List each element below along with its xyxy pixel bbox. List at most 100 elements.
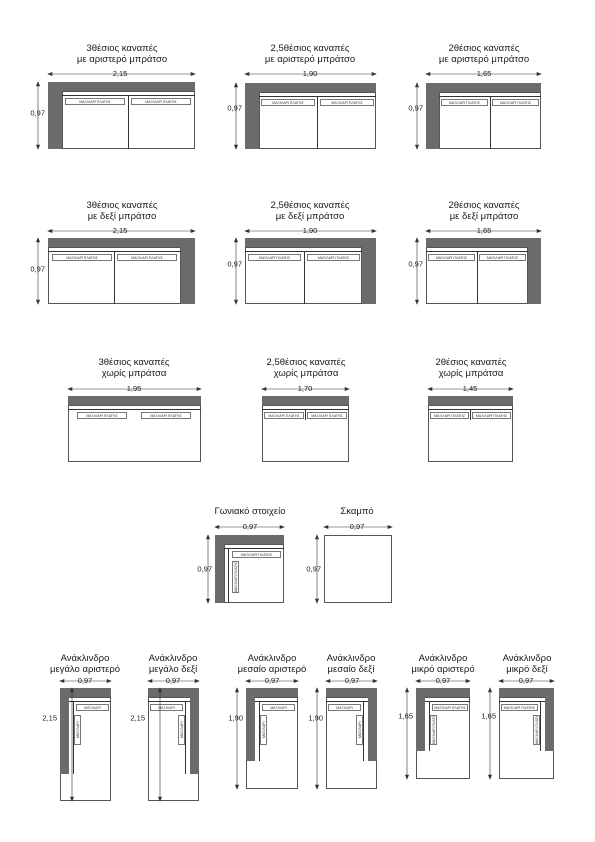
- side-back-line: [228, 548, 229, 603]
- module-title-line1: Ανάκλινδρο: [502, 653, 552, 664]
- corner-title: Γωνιακό στοιχείο: [214, 506, 286, 517]
- width-dimension: 0,97: [241, 522, 259, 531]
- seat-divider: [317, 97, 318, 149]
- module-title: 2θέσιος καναπές χωρίς μπράτσα: [435, 357, 506, 379]
- depth-dimension: 1,90: [308, 713, 323, 723]
- module-title-line1: Ανάκλινδρο: [418, 653, 468, 664]
- depth-dimension: 0,97: [30, 108, 45, 118]
- module-title-line1: Ανάκλινδρο: [60, 653, 110, 664]
- back-line: [255, 701, 298, 702]
- recliner-drawing: ΜΑΞΙΛΑΡΙ ΜΑΞΙΛΑΡΙ: [60, 688, 111, 801]
- side-line: [363, 701, 364, 761]
- backrest: [428, 396, 513, 405]
- back-pillow: ΜΑΞΙΛΑΡΙ: [76, 704, 109, 711]
- sofa-drawing: ΜΑΞΙΛΑΡΙ ΠΛΑΤΗΣ ΜΑΞΙΛΑΡΙ ΠΛΑΤΗΣ: [48, 238, 195, 304]
- side-pillow: ΜΑΞΙΛΑΡΙ: [74, 715, 81, 745]
- seat-divider: [304, 252, 305, 304]
- module-title-line2: μεγάλο αριστερό: [49, 664, 121, 675]
- width-dimension: 2,15: [111, 226, 129, 235]
- back-pillow: ΜΑΞΙΛΑΡΙ ΠΛΑΤΗΣ: [131, 98, 191, 105]
- width-dimension: 2,15: [111, 69, 129, 78]
- back-pillow: ΜΑΞΙΛΑΡΙ ΠΛΑΤΗΣ: [492, 99, 539, 106]
- module-title-line2: με αριστερό μπράτσο: [264, 54, 356, 65]
- recliner-drawing: ΜΑΞΙΛΑΡΙ ΜΑΞΙΛΑΡΙ: [148, 688, 199, 801]
- recliner-drawing: ΜΑΞΙΛΑΡΙ ΠΛΑΤΗΣ ΜΑΞΙΛΑΡΙ ΠΛΑΤΗΣ: [499, 688, 554, 779]
- backrest: [246, 688, 298, 697]
- backrest: [262, 396, 349, 405]
- module-title: Ανάκλινδρο μικρό αριστερό: [411, 653, 474, 675]
- backrest: [245, 83, 376, 92]
- module-title: 3θέσιος καναπές με αριστερό μπράτσο: [77, 43, 167, 65]
- module-title-line2: χωρίς μπράτσα: [273, 368, 339, 379]
- depth-dimension: 1,65: [398, 711, 413, 721]
- depth-dimension: 0,97: [227, 259, 242, 269]
- back-pillow: ΜΑΞΙΛΑΡΙ ΠΛΑΤΗΣ: [65, 98, 125, 105]
- width-dimension: 0,97: [517, 676, 535, 685]
- left-armrest: [416, 688, 425, 751]
- depth-dimension: 2,15: [130, 713, 145, 723]
- module-title-line2: με αριστερό μπράτσο: [76, 54, 168, 65]
- back-pillow: ΜΑΞΙΛΑΡΙ: [262, 704, 295, 711]
- depth-dimension: 0,97: [227, 103, 242, 113]
- depth-dimension: 0,97: [306, 564, 321, 574]
- module-title-line2: με δεξί μπράτσο: [449, 211, 519, 222]
- back-line: [259, 96, 376, 97]
- recliner-drawing: ΜΑΞΙΛΑΡΙ ΜΑΞΙΛΑΡΙ: [326, 688, 377, 789]
- back-pillow: ΜΑΞΙΛΑΡΙ ΠΛΑΤΗΣ: [248, 254, 301, 261]
- right-armrest: [181, 238, 195, 304]
- side-line: [259, 701, 260, 761]
- back-line: [224, 548, 284, 549]
- back-line: [245, 251, 362, 252]
- stool-drawing: [324, 535, 392, 603]
- backrest: [48, 82, 195, 91]
- side-pillow: ΜΑΞΙΛΑΡΙ: [356, 715, 363, 745]
- right-armrest: [362, 238, 376, 304]
- width-dimension: 0,97: [343, 676, 361, 685]
- module-title: Ανάκλινδρο μεσαίο αριστερό: [238, 653, 307, 675]
- left-armrest: [426, 83, 439, 149]
- seat-divider: [490, 97, 491, 149]
- sofa-drawing: ΜΑΞΙΛΑΡΙ ΠΛΑΤΗΣ ΜΑΞΙΛΑΡΙ ΠΛΑΤΗΣ: [426, 83, 541, 149]
- module-title-line1: 2θέσιος καναπές: [448, 43, 520, 54]
- module-title: Σκαμπό: [340, 506, 373, 517]
- module-title-line1: Ανάκλινδρο: [148, 653, 198, 664]
- back-pillow: ΜΑΞΙΛΑΡΙ ΠΛΑΤΗΣ: [430, 412, 469, 419]
- module-title-line2: με αριστερό μπράτσο: [438, 54, 530, 65]
- backrest: [326, 688, 377, 697]
- module-title-line1: 2θέσιος καναπές: [435, 357, 507, 368]
- module-title-line2: μικρό αριστερό: [411, 664, 475, 675]
- back-line: [148, 701, 190, 702]
- sofa-drawing: ΜΑΞΙΛΑΡΙ ΠΛΑΤΗΣ ΜΑΞΙΛΑΡΙ ΠΛΑΤΗΣ: [426, 238, 541, 304]
- depth-dimension: 1,90: [228, 713, 243, 723]
- recliner-drawing: ΜΑΞΙΛΑΡΙ ΠΛΑΤΗΣ ΜΑΞΙΛΑΡΙ ΠΛΑΤΗΣ: [416, 688, 470, 779]
- back-line: [426, 251, 528, 252]
- back-pillow: ΜΑΞΙΛΑΡΙ ΠΛΑΤΗΣ: [432, 704, 468, 711]
- back-line: [68, 409, 201, 410]
- right-armrest: [190, 688, 199, 774]
- back-line: [262, 409, 349, 410]
- module-title-line2: με δεξί μπράτσο: [87, 211, 157, 222]
- back-pillow: ΜΑΞΙΛΑΡΙ ΠΛΑΤΗΣ: [472, 412, 511, 419]
- width-dimension: 1,95: [125, 384, 143, 393]
- module-title-line1: 2,5θέσιος καναπές: [270, 43, 350, 54]
- module-title-line2: χωρίς μπράτσα: [101, 368, 167, 379]
- module-title-line2: μεσαίο δεξί: [327, 664, 375, 675]
- recliner-drawing: ΜΑΞΙΛΑΡΙ ΜΑΞΙΛΑΡΙ: [246, 688, 298, 789]
- sofa-drawing: ΜΑΞΙΛΑΡΙ ΠΛΑΤΗΣ ΜΑΞΙΛΑΡΙ ΠΛΑΤΗΣ: [245, 238, 376, 304]
- backrest: [48, 238, 195, 247]
- width-dimension: 1,65: [475, 69, 493, 78]
- module-title-line1: Ανάκλινδρο: [247, 653, 297, 664]
- back-line: [439, 96, 541, 97]
- back-pillow: ΜΑΞΙΛΑΡΙ ΠΛΑΤΗΣ: [264, 412, 304, 419]
- back-line: [326, 701, 368, 702]
- module-title-line1: 3θέσιος καναπές: [86, 200, 158, 211]
- sofa-drawing: ΜΑΞΙΛΑΡΙ ΠΛΑΤΗΣ ΜΑΞΙΛΑΡΙ ΠΛΑΤΗΣ: [262, 396, 349, 462]
- module-title: Ανάκλινδρο μεγάλο δεξί: [149, 653, 198, 675]
- back-line: [425, 701, 470, 702]
- back-pillow: ΜΑΞΙΛΑΡΙ ΠΛΑΤΗΣ: [232, 551, 281, 558]
- module-title-line2: μεγάλο δεξί: [148, 664, 198, 675]
- width-dimension: 1,90: [301, 226, 319, 235]
- seat-divider: [114, 252, 115, 304]
- width-dimension: 0,97: [434, 676, 452, 685]
